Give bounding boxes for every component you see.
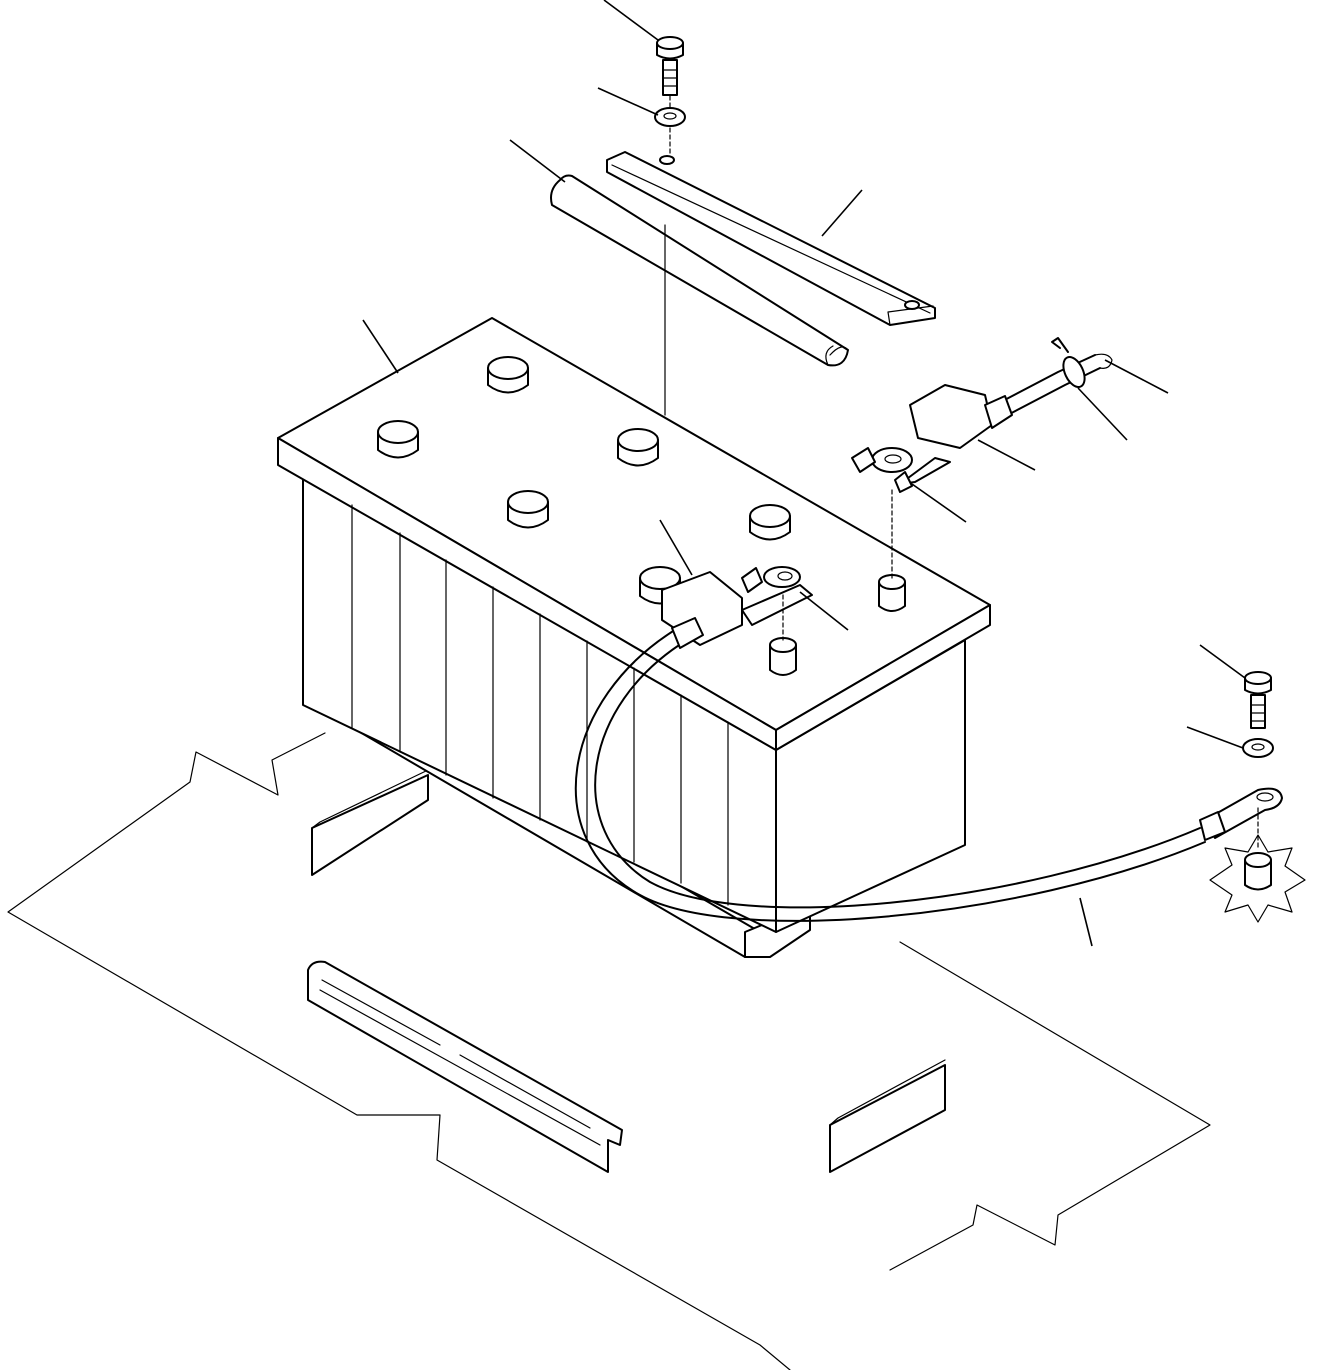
terminal-post-negative <box>769 637 797 676</box>
vent-caps <box>377 356 791 605</box>
callout-leaders <box>362 0 1246 947</box>
floor-plate <box>7 732 1211 1370</box>
negative-cable <box>574 566 1206 922</box>
ground-lug <box>1199 787 1283 841</box>
battery <box>277 317 991 933</box>
terminal-post-positive <box>878 574 906 612</box>
ground-bolt <box>1244 671 1272 729</box>
top-bolt <box>656 36 684 96</box>
floor-block-right <box>829 1059 946 1173</box>
hold-down-bracket <box>606 151 936 326</box>
positive-cable <box>851 337 1113 579</box>
vent-cap-icon <box>487 356 529 394</box>
ground-post <box>1209 834 1306 923</box>
vent-cap-icon <box>617 428 659 467</box>
vent-cap-icon <box>507 490 549 529</box>
ground-washer <box>1242 738 1274 758</box>
floor-angle-rail <box>307 960 623 1173</box>
vent-cap-icon <box>749 504 791 541</box>
top-washer <box>654 107 686 127</box>
vent-cap-icon <box>377 420 419 459</box>
rubber-pad <box>550 174 849 367</box>
battery-cell-lines <box>351 504 729 906</box>
floor-block-left <box>311 769 429 876</box>
